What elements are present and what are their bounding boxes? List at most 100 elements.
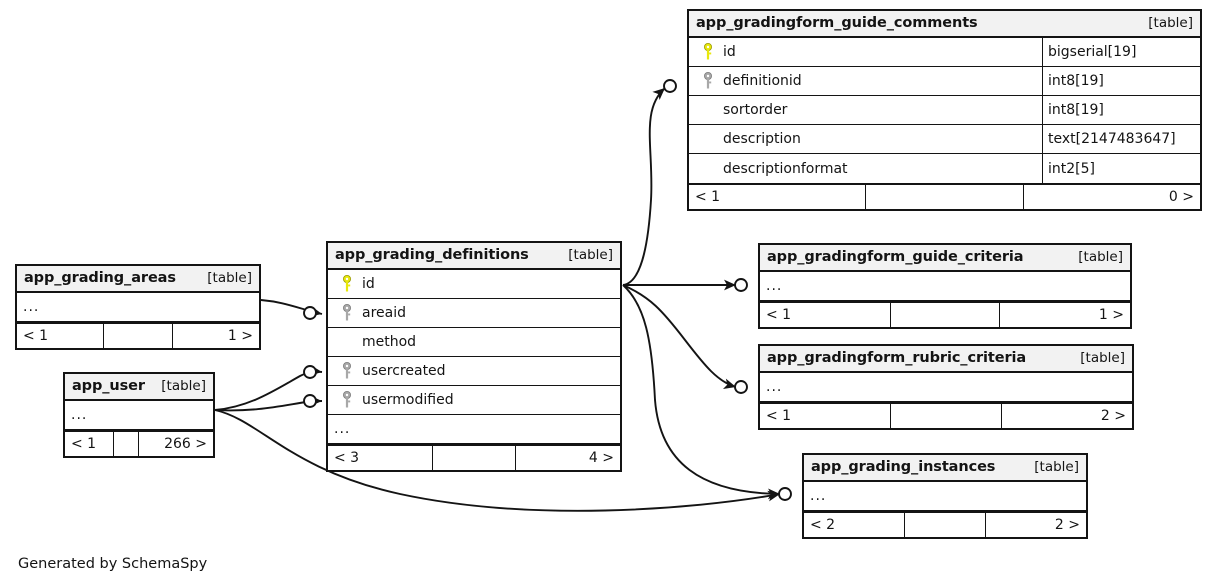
table-node-app-gradingform-rubric-criteria[interactable]: app_gradingform_rubric_criteria [table] … <box>758 344 1134 430</box>
edge-endpoint-definitions-areaid <box>303 306 317 320</box>
table-node-app-gradingform-guide-comments[interactable]: app_gradingform_guide_comments [table] i… <box>687 9 1202 211</box>
more-columns-ellipsis: ... <box>760 272 1130 301</box>
table-columns: ... <box>65 401 213 430</box>
primary-key-icon <box>334 275 360 293</box>
column-name-cell: method <box>328 328 620 356</box>
edge-areas-to-definitions <box>260 299 323 317</box>
edge-endpoint-guide-comments <box>663 79 677 93</box>
table-row[interactable]: usermodified <box>328 386 620 415</box>
table-tag: [table] <box>1078 249 1123 265</box>
table-node-app-grading-instances[interactable]: app_grading_instances [table] ... < 2 2 … <box>802 453 1088 539</box>
column-name: usermodified <box>362 392 454 408</box>
column-name-cell: usercreated <box>328 357 620 385</box>
column-name-cell: definitionid <box>689 67 1042 95</box>
edge-endpoint-definitions-usercreated <box>303 365 317 379</box>
table-footer: < 1 0 > <box>689 183 1200 209</box>
table-row[interactable]: id bigserial[19] <box>689 38 1200 67</box>
footer-children-count: 2 > <box>1100 408 1126 424</box>
column-name: usercreated <box>362 363 446 379</box>
foreign-key-icon <box>334 304 360 322</box>
column-name-cell: id <box>689 38 1042 66</box>
table-row[interactable]: description text[2147483647] <box>689 125 1200 154</box>
footer-parents-count: < 1 <box>766 408 792 424</box>
primary-key-icon <box>695 43 721 61</box>
column-name: definitionid <box>723 73 802 89</box>
table-row[interactable]: descriptionformat int2[5] <box>689 154 1200 183</box>
column-name-cell: usermodified <box>328 386 620 414</box>
table-row[interactable]: sortorder int8[19] <box>689 96 1200 125</box>
table-row[interactable]: areaid <box>328 299 620 328</box>
footer-middle <box>103 324 173 348</box>
column-name: sortorder <box>723 102 788 118</box>
table-footer: < 1 1 > <box>760 301 1130 327</box>
table-title-bar: app_user [table] <box>65 374 213 401</box>
table-node-app-gradingform-guide-criteria[interactable]: app_gradingform_guide_criteria [table] .… <box>758 243 1132 329</box>
column-type: int8[19] <box>1042 67 1200 95</box>
table-columns: ... <box>17 293 259 322</box>
column-name-cell: areaid <box>328 299 620 327</box>
footer-children-count: 4 > <box>588 450 614 466</box>
table-columns: ... <box>760 272 1130 301</box>
table-footer: < 2 2 > <box>804 511 1086 537</box>
table-title-bar: app_grading_areas [table] <box>17 266 259 293</box>
footer-children-count: 1 > <box>227 328 253 344</box>
footer-parents-count: < 1 <box>695 189 721 205</box>
table-node-app-grading-areas[interactable]: app_grading_areas [table] ... < 1 1 > <box>15 264 261 350</box>
column-name: id <box>362 276 375 292</box>
column-type: bigserial[19] <box>1042 38 1200 66</box>
table-title-bar: app_gradingform_rubric_criteria [table] <box>760 346 1132 373</box>
table-columns: id areaid method <box>328 270 620 444</box>
table-tag: [table] <box>568 247 613 263</box>
table-row[interactable]: definitionid int8[19] <box>689 67 1200 96</box>
footer-middle <box>113 432 139 456</box>
column-name: descriptionformat <box>723 160 848 177</box>
table-name: app_grading_instances <box>811 459 996 475</box>
footer-middle <box>890 404 1002 428</box>
edge-endpoint-guide-criteria <box>734 278 748 292</box>
table-node-app-grading-definitions[interactable]: app_grading_definitions [table] id areai… <box>326 241 622 472</box>
column-name-cell: description <box>689 125 1042 153</box>
table-title-bar: app_gradingform_guide_comments [table] <box>689 11 1200 38</box>
table-row[interactable]: usercreated <box>328 357 620 386</box>
table-name: app_grading_definitions <box>335 247 529 263</box>
table-title-bar: app_gradingform_guide_criteria [table] <box>760 245 1130 272</box>
table-footer: < 1 266 > <box>65 430 213 456</box>
table-title-bar: app_grading_definitions [table] <box>328 243 620 270</box>
footer-children-count: 1 > <box>1098 307 1124 323</box>
column-name: areaid <box>362 305 406 321</box>
edge-definitions-to-rubric-criteria <box>622 284 737 389</box>
foreign-key-icon <box>695 72 721 90</box>
footer-parents-count: < 2 <box>810 517 836 533</box>
table-name: app_grading_areas <box>24 270 176 286</box>
footer-middle <box>904 513 986 537</box>
footer-children-count: 2 > <box>1054 517 1080 533</box>
table-name: app_gradingform_guide_criteria <box>767 249 1024 265</box>
generated-by-caption: Generated by SchemaSpy <box>18 556 208 572</box>
table-name: app_gradingform_guide_comments <box>696 15 978 31</box>
table-row[interactable]: method <box>328 328 620 357</box>
footer-parents-count: < 3 <box>334 450 360 466</box>
table-tag: [table] <box>1148 15 1193 31</box>
footer-children-count: 0 > <box>1168 189 1194 205</box>
footer-parents-count: < 1 <box>71 436 97 452</box>
more-columns-ellipsis: ... <box>65 401 213 430</box>
more-columns-ellipsis: ... <box>760 373 1132 402</box>
table-tag: [table] <box>1034 459 1079 475</box>
edge-endpoint-definitions-usermodified <box>303 394 317 408</box>
column-name: method <box>362 334 417 350</box>
footer-middle <box>432 446 516 470</box>
edge-endpoint-instances <box>778 487 792 501</box>
footer-parents-count: < 1 <box>766 307 792 323</box>
foreign-key-icon <box>334 391 360 409</box>
edge-user-to-definitions-usercreated <box>214 365 323 411</box>
table-name: app_user <box>72 378 145 394</box>
edge-definitions-to-instances <box>622 284 781 500</box>
edge-endpoint-rubric-criteria <box>734 380 748 394</box>
table-node-app-user[interactable]: app_user [table] ... < 1 266 > <box>63 372 215 458</box>
footer-children-count: 266 > <box>164 436 207 452</box>
table-name: app_gradingform_rubric_criteria <box>767 350 1027 366</box>
column-name-cell: sortorder <box>689 96 1042 124</box>
table-row[interactable]: id <box>328 270 620 299</box>
table-title-bar: app_grading_instances [table] <box>804 455 1086 482</box>
